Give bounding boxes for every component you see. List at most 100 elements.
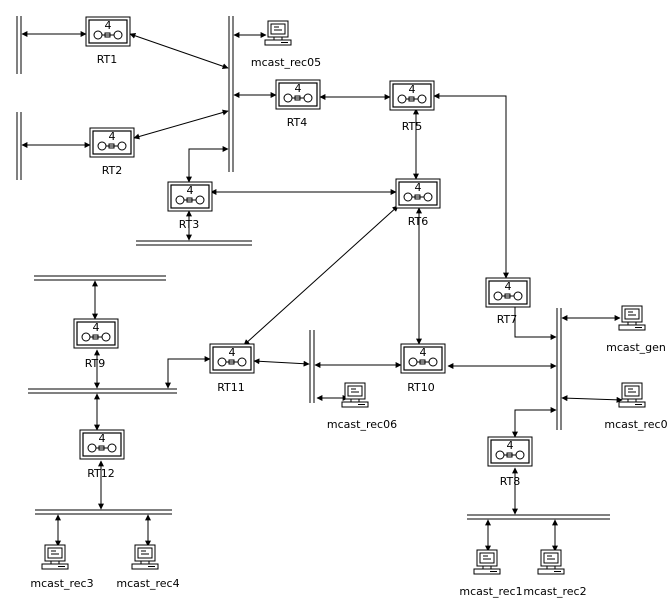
host-label: mcast_rec05 <box>251 56 321 69</box>
computer-icon <box>537 549 565 575</box>
router-frame <box>485 277 531 308</box>
bus-right <box>556 308 562 430</box>
router-label: RT1 <box>97 53 118 66</box>
links <box>21 31 623 552</box>
bus-bottom-left <box>35 509 172 515</box>
host-mcast-rec0[interactable]: mcast_rec0 <box>604 382 668 431</box>
router-frame <box>400 343 446 374</box>
router-inner-frame <box>92 130 132 155</box>
router-inner-frame <box>278 82 318 107</box>
router-label: RT2 <box>102 164 123 177</box>
router-label: RT9 <box>85 357 106 370</box>
host-mcast-rec4[interactable]: mcast_rec4 <box>116 544 180 590</box>
router-icon <box>283 93 313 103</box>
host-mcast-rec2[interactable]: mcast_rec2 <box>523 549 587 598</box>
router-label: RT11 <box>217 381 245 394</box>
router-inner-frame <box>212 346 252 371</box>
router-inner-frame <box>76 321 116 346</box>
host-label: mcast_rec06 <box>327 418 397 431</box>
host-mcast-gen[interactable]: mcast_gen <box>606 305 666 354</box>
router-label: RT7 <box>497 313 518 326</box>
computer-icon <box>264 20 292 46</box>
hosts: mcast_rec05 mcast_gen mcast_rec0 mcast_rec0… <box>30 20 668 598</box>
router-icon <box>493 291 523 301</box>
host-label: mcast_rec1 <box>459 585 522 598</box>
router-icon <box>97 141 127 151</box>
bus-rt3 <box>136 240 252 246</box>
router-frame <box>85 16 131 47</box>
router-frame <box>487 436 533 467</box>
router-badge: 4 <box>420 346 427 359</box>
router-label: RT6 <box>408 215 429 228</box>
router-badge: 4 <box>105 19 112 32</box>
router-badge: 4 <box>109 130 116 143</box>
router-badge: 4 <box>93 321 100 334</box>
router-frame <box>395 178 441 209</box>
bus-bottom-right <box>467 514 610 520</box>
router-icon <box>87 443 117 453</box>
bus-left-2 <box>16 112 22 180</box>
router-icon <box>217 357 247 367</box>
host-mcast-rec1[interactable]: mcast_rec1 <box>459 549 523 598</box>
router-inner-frame <box>398 181 438 206</box>
router-frame <box>389 80 435 111</box>
router-badge: 4 <box>295 82 302 95</box>
computer-icon <box>131 544 159 570</box>
computer-icon <box>618 382 646 408</box>
host-mcast-rec05[interactable]: mcast_rec05 <box>251 20 321 69</box>
host-label: mcast_rec3 <box>30 577 93 590</box>
router-label: RT3 <box>179 218 200 231</box>
router-label: RT10 <box>407 381 435 394</box>
router-icon <box>175 195 205 205</box>
router-label: RT4 <box>287 116 308 129</box>
router-label: RT5 <box>402 120 423 133</box>
router-inner-frame <box>490 439 530 464</box>
router-label: RT12 <box>87 467 115 480</box>
router-badge: 4 <box>409 83 416 96</box>
host-mcast-rec06[interactable]: mcast_rec06 <box>327 382 397 431</box>
bus-top-left <box>34 275 166 281</box>
host-label: mcast_rec2 <box>523 585 586 598</box>
router-icon <box>81 332 111 342</box>
router-frame <box>209 343 255 374</box>
bus-mid <box>309 330 315 403</box>
host-label: mcast_rec4 <box>116 577 179 590</box>
router-icon <box>397 94 427 104</box>
router-frame <box>275 79 321 110</box>
router-frame <box>73 318 119 349</box>
host-label: mcast_gen <box>606 341 666 354</box>
router-badge: 4 <box>187 184 194 197</box>
router-frame <box>167 181 213 212</box>
bus-rt9 <box>28 388 177 394</box>
router-icon <box>93 30 123 40</box>
router-badge: 4 <box>505 280 512 293</box>
routers: 4RT14RT24RT34RT44RT54RT64RT74RT84RT94RT1… <box>73 16 533 488</box>
router-badge: 4 <box>229 346 236 359</box>
host-label: mcast_rec0 <box>604 418 667 431</box>
router-badge: 4 <box>99 432 106 445</box>
router-inner-frame <box>82 432 122 457</box>
computer-icon <box>41 544 69 570</box>
router-icon <box>408 357 438 367</box>
router-inner-frame <box>392 83 432 108</box>
router-frame <box>89 127 135 158</box>
bus-main <box>228 16 234 172</box>
router-icon <box>403 192 433 202</box>
router-icon <box>495 450 525 460</box>
computer-icon <box>618 305 646 331</box>
host-mcast-rec3[interactable]: mcast_rec3 <box>30 544 94 590</box>
router-label: RT8 <box>500 475 521 488</box>
